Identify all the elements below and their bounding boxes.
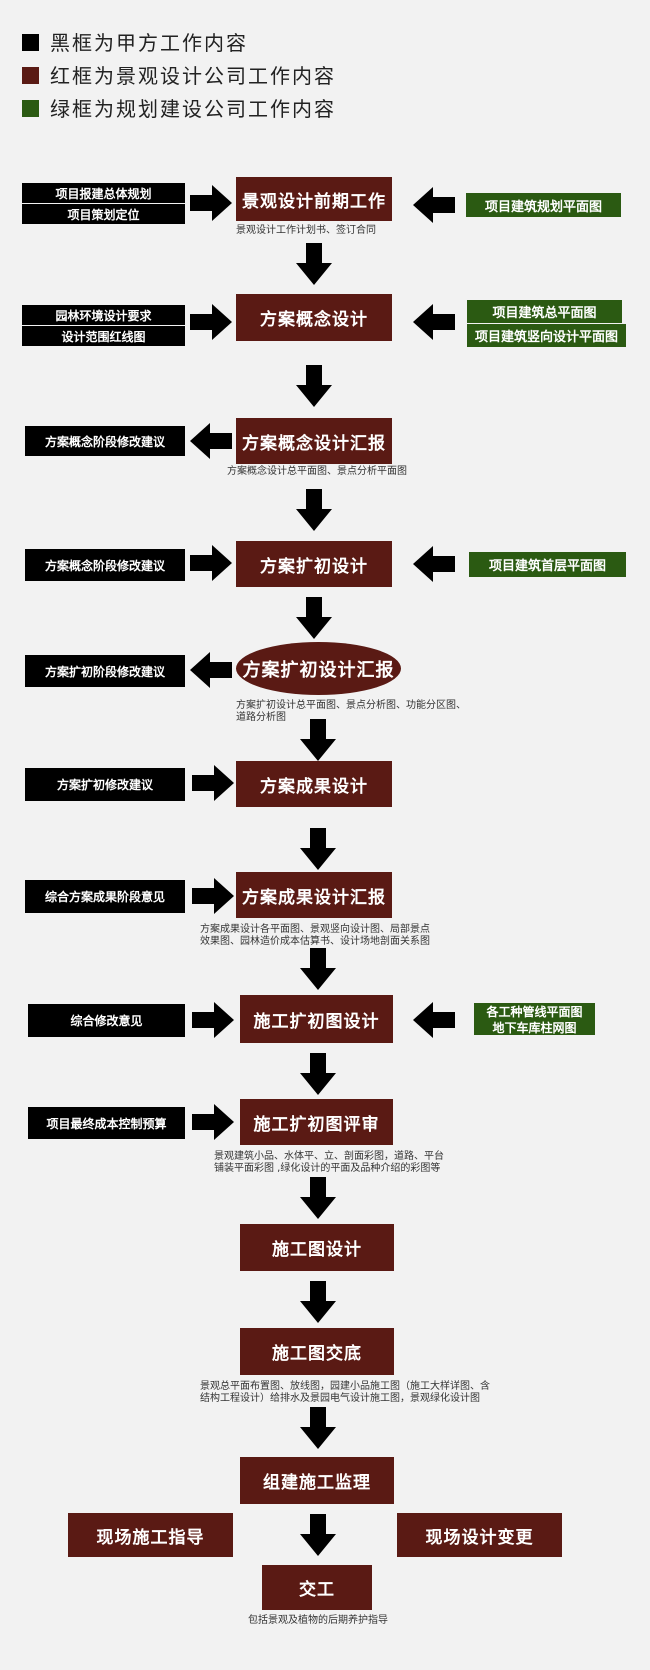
planner-arrow-1 bbox=[413, 187, 455, 223]
step-preliminary-design: 方案扩初设计 bbox=[236, 541, 392, 587]
down-arrow-6 bbox=[300, 828, 336, 870]
client-box-preliminary-feedback: 方案扩初阶段修改建议 bbox=[25, 655, 185, 687]
planner-box-ground-floor: 项目建筑首层平面图 bbox=[469, 552, 626, 577]
step-construction-handover: 施工图交底 bbox=[240, 1328, 394, 1375]
down-arrow-5 bbox=[300, 719, 336, 761]
step-concept-design: 方案概念设计 bbox=[236, 294, 392, 341]
planner-box-master-plan: 项目建筑总平面图 bbox=[467, 300, 622, 323]
step-construction-review-note-2: 铺装平面彩图 ,绿化设计的平面及品种介绍的彩图等 bbox=[214, 1163, 441, 1174]
step-final-report-note-2: 效果图、园林造价成本估算书、设计场地剖面关系图 bbox=[200, 936, 430, 947]
right-arrow-2 bbox=[190, 304, 232, 340]
step-construction-preliminary-review: 施工扩初图评审 bbox=[240, 1099, 393, 1145]
step-preliminary-report-note-2: 道路分析图 bbox=[236, 712, 286, 723]
down-arrow-3 bbox=[296, 489, 332, 531]
down-arrow-7 bbox=[300, 948, 336, 990]
step-construction-review-note-1: 景观建筑小品、水体平、立、剖面彩图，道路、平台 bbox=[214, 1151, 444, 1162]
step-handover-note-1: 景观总平面布置图、放线图，园建小品施工图（施工大样详图、含 bbox=[200, 1381, 490, 1392]
planner-box-garage-grid: 地下车库柱网图 bbox=[474, 1019, 595, 1035]
step-predesign-note: 景观设计工作计划书、签订合同 bbox=[236, 225, 376, 236]
right-arrow-9 bbox=[192, 1104, 234, 1140]
step-completion: 交工 bbox=[262, 1565, 372, 1610]
planner-arrow-4 bbox=[413, 546, 455, 582]
legend-green-label: 绿框为规划建设公司工作内容 bbox=[50, 97, 336, 121]
step-supervision: 组建施工监理 bbox=[240, 1457, 394, 1504]
planner-box-pipelines: 各工种管线平面图 bbox=[474, 1003, 595, 1019]
planner-arrow-8 bbox=[413, 1002, 455, 1038]
step-concept-report: 方案概念设计汇报 bbox=[236, 418, 392, 464]
step-preliminary-report-note-1: 方案扩初设计总平面图、景点分析图、功能分区图、 bbox=[236, 700, 466, 711]
planner-box-vertical-plan: 项目建筑竖向设计平面图 bbox=[467, 324, 626, 347]
down-arrow-8 bbox=[300, 1053, 336, 1095]
step-handover-note-2: 结构工程设计）给排水及景园电气设计施工图，景观绿化设计图 bbox=[200, 1393, 480, 1404]
down-arrow-10 bbox=[300, 1281, 336, 1323]
down-arrow-2 bbox=[296, 365, 332, 407]
client-box-final-opinion: 综合方案成果阶段意见 bbox=[25, 880, 185, 913]
down-arrow-12 bbox=[300, 1514, 336, 1556]
step-site-design-change: 现场设计变更 bbox=[397, 1513, 562, 1557]
down-arrow-4 bbox=[296, 597, 332, 639]
step-final-design: 方案成果设计 bbox=[236, 761, 392, 807]
client-box-env-requirements: 园林环境设计要求 bbox=[22, 305, 185, 325]
client-box-overall-revision: 综合修改意见 bbox=[28, 1004, 185, 1037]
legend-green-swatch bbox=[22, 100, 39, 117]
right-arrow-4 bbox=[190, 545, 232, 581]
step-completion-note: 包括景观及植物的后期养护指导 bbox=[248, 1615, 388, 1626]
step-preliminary-report: 方案扩初设计汇报 bbox=[236, 642, 401, 695]
down-arrow-11 bbox=[300, 1407, 336, 1449]
right-arrow-8 bbox=[192, 1002, 234, 1038]
client-box-preliminary-revision: 方案扩初修改建议 bbox=[25, 768, 185, 801]
legend-black-swatch bbox=[22, 34, 39, 51]
legend-red-swatch bbox=[22, 67, 39, 84]
down-arrow-1 bbox=[296, 243, 332, 285]
step-site-guidance: 现场施工指导 bbox=[68, 1513, 233, 1557]
client-box-concept-feedback: 方案概念阶段修改建议 bbox=[25, 426, 185, 456]
client-box-cost-budget: 项目最终成本控制预算 bbox=[28, 1107, 185, 1139]
step-final-report-note-1: 方案成果设计各平面图、景观竖向设计图、局部景点 bbox=[200, 924, 430, 935]
right-arrow-7 bbox=[192, 878, 234, 914]
right-arrow-6 bbox=[192, 765, 234, 801]
step-concept-report-note: 方案概念设计总平面图、景点分析平面图 bbox=[227, 466, 407, 477]
planner-arrow-2 bbox=[413, 304, 455, 340]
client-box-positioning: 项目策划定位 bbox=[22, 204, 185, 224]
client-box-concept-feedback-2: 方案概念阶段修改建议 bbox=[25, 549, 185, 581]
client-box-redline: 设计范围红线图 bbox=[22, 326, 185, 346]
step-predesign: 景观设计前期工作 bbox=[236, 177, 392, 221]
right-arrow-1 bbox=[190, 185, 232, 221]
step-construction-drawings: 施工图设计 bbox=[240, 1224, 394, 1271]
client-box-planning: 项目报建总体规划 bbox=[22, 183, 185, 203]
planner-box-site-plan: 项目建筑规划平面图 bbox=[466, 193, 621, 217]
left-arrow-3 bbox=[190, 423, 232, 459]
step-final-report: 方案成果设计汇报 bbox=[236, 872, 392, 918]
step-construction-preliminary-design: 施工扩初图设计 bbox=[240, 995, 393, 1043]
left-arrow-5 bbox=[190, 652, 232, 688]
legend-red-label: 红框为景观设计公司工作内容 bbox=[50, 64, 336, 88]
down-arrow-9 bbox=[300, 1177, 336, 1219]
legend-black-label: 黑框为甲方工作内容 bbox=[50, 31, 248, 55]
